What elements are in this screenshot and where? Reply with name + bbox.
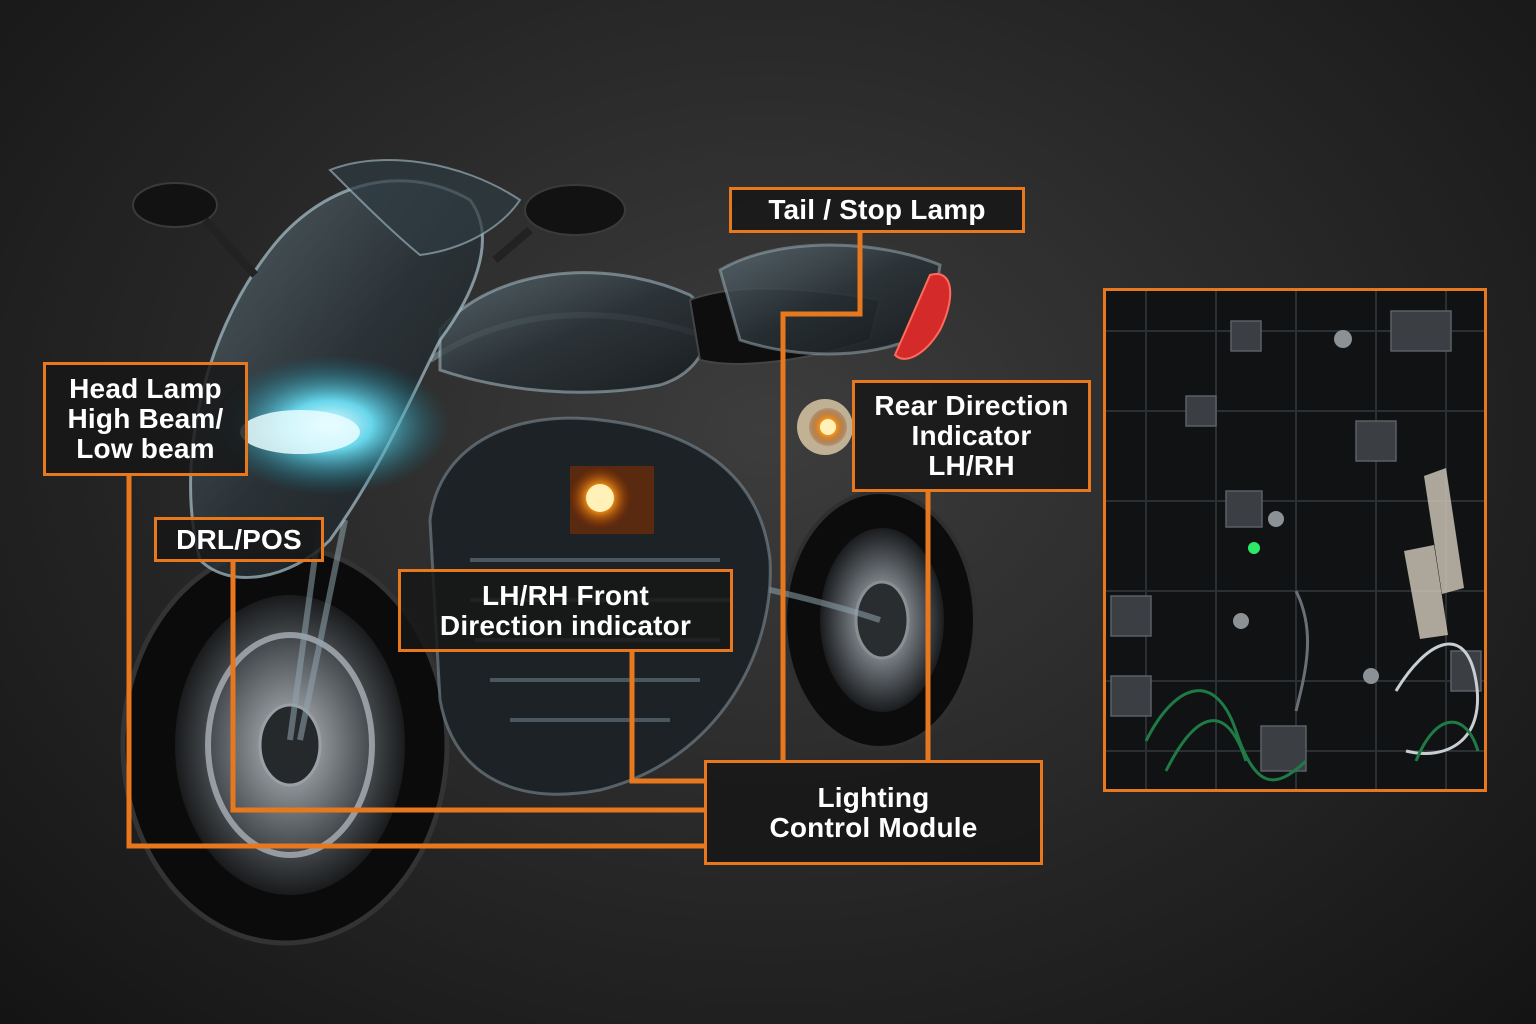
mirrors [132, 182, 626, 278]
tank-and-seat [438, 243, 942, 394]
rear-direction-indicator-label: Rear Direction Indicator LH/RH [852, 380, 1091, 492]
tail-stop-lamp-label: Tail / Stop Lamp [729, 187, 1025, 233]
lighting-control-module-label: Lighting Control Module [704, 760, 1043, 865]
connector-lines [126, 232, 931, 849]
headlamp-glow [210, 355, 450, 495]
rear-indicator-lamp-icon [797, 399, 853, 455]
head-lamp-label: Head Lamp High Beam/ Low beam [43, 362, 248, 476]
front-direction-indicator-label: LH/RH Front Direction indicator [398, 569, 733, 652]
front-indicator-lamp-icon [570, 466, 654, 534]
circuit-board-icon [1106, 291, 1484, 789]
pcb-image [1103, 288, 1487, 792]
tail-lamp [893, 273, 952, 360]
drl-pos-label: DRL/POS [154, 517, 324, 562]
